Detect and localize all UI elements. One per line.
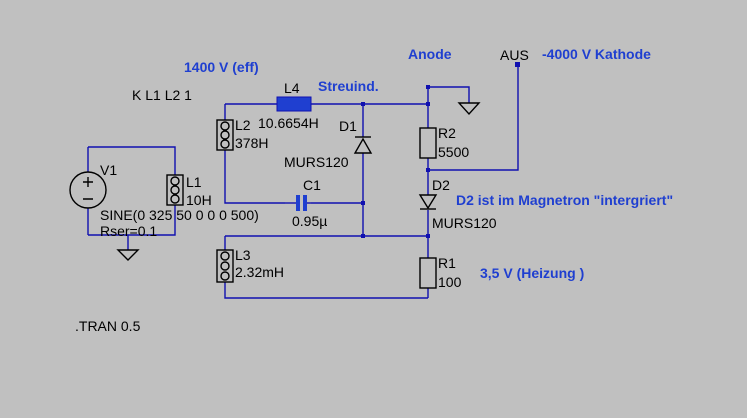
ground-symbol-top: [457, 102, 481, 116]
net-label-aus: AUS: [500, 47, 529, 63]
l2-value: 378H: [235, 135, 268, 151]
v1-rser: Rser=0.1: [100, 223, 157, 239]
capacitor-c1[interactable]: [285, 195, 311, 211]
l4-value: 10.6654H: [258, 115, 319, 131]
l4-name: L4: [284, 80, 300, 96]
annotation-voltage-eff: 1400 V (eff): [184, 59, 259, 75]
inductor-l4[interactable]: [276, 96, 312, 112]
d2-value: MURS120: [432, 215, 497, 231]
ground-symbol-v1: [116, 249, 140, 261]
c1-name: C1: [303, 177, 321, 193]
tran-directive: .TRAN 0.5: [75, 318, 141, 334]
l2-name: L2: [235, 117, 251, 133]
inductor-l1[interactable]: [166, 174, 184, 206]
d1-value: MURS120: [284, 154, 349, 170]
r1-value: 100: [438, 274, 462, 290]
annotation-anode: Anode: [408, 46, 452, 62]
diode-d2[interactable]: [418, 194, 438, 210]
r2-name: R2: [438, 125, 456, 141]
annotation-cathode: -4000 V Kathode: [542, 46, 651, 62]
resistor-r2[interactable]: [419, 127, 437, 159]
l3-name: L3: [235, 247, 251, 263]
d2-name: D2: [432, 177, 450, 193]
annotation-heater: 3,5 V (Heizung ): [480, 265, 584, 281]
annotation-d2-note: D2 ist im Magnetron "intergriert": [456, 192, 673, 208]
annotation-stray: Streuind.: [318, 78, 379, 94]
l3-value: 2.32mH: [235, 264, 284, 280]
junction-dots: [361, 62, 520, 238]
l1-name: L1: [186, 174, 202, 190]
d1-name: D1: [339, 118, 357, 134]
v1-source: SINE(0 325 50 0 0 0 500): [100, 207, 259, 223]
c1-value: 0.95µ: [292, 213, 327, 229]
v1-name: V1: [100, 162, 117, 178]
r2-value: 5500: [438, 144, 469, 160]
wires: [87, 66, 519, 299]
r1-name: R1: [438, 255, 456, 271]
inductor-l2[interactable]: [216, 119, 234, 151]
coupling-directive: K L1 L2 1: [132, 87, 192, 103]
inductor-l3[interactable]: [216, 249, 234, 283]
resistor-r1[interactable]: [419, 257, 437, 289]
diode-d1[interactable]: [353, 136, 373, 154]
l1-value: 10H: [186, 192, 212, 208]
voltage-source-v1[interactable]: [69, 171, 107, 209]
